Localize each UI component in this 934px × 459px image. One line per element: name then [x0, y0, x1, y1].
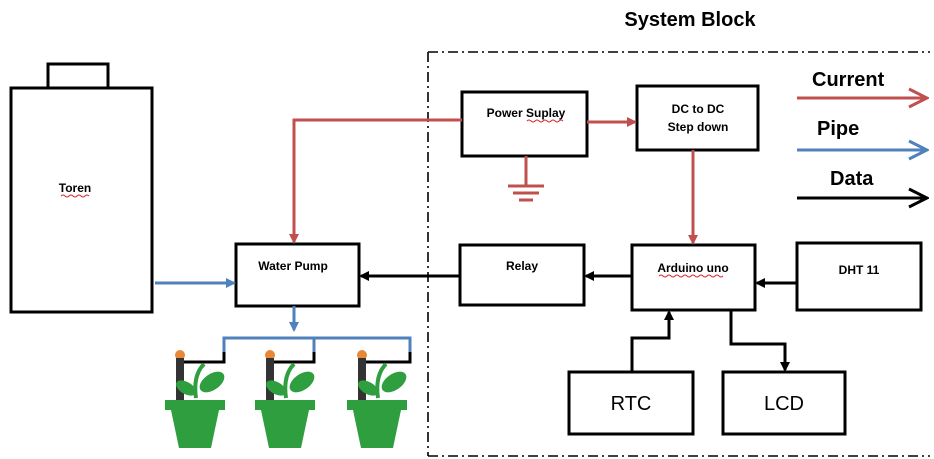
- arduino-label: Arduino uno: [657, 261, 728, 275]
- legend-current-label: Current: [812, 69, 885, 91]
- rtc-label: RTC: [611, 393, 652, 415]
- plant-1: [165, 350, 225, 448]
- drip-line-plant-3: [360, 352, 412, 372]
- power-supply-label: Power Suplay: [487, 106, 566, 120]
- water-pump-block: Water Pump: [234, 242, 361, 308]
- legend: Current Pipe Data: [797, 69, 925, 198]
- pipe-distribution-line: [222, 336, 412, 352]
- diagram-title: System Block: [624, 9, 756, 31]
- toren-label: Toren: [59, 181, 91, 195]
- dc-to-dc-label-line1: DC to DC: [672, 102, 725, 116]
- plant-2: [255, 350, 315, 448]
- legend-data-label: Data: [830, 168, 874, 190]
- ground-symbol: [508, 156, 544, 202]
- dc-to-dc-label-line2: Step down: [668, 120, 729, 134]
- data-line-arduino-to-lcd: [729, 310, 790, 372]
- toren-tank: Toren: [9, 62, 154, 314]
- relay-label: Relay: [506, 259, 538, 273]
- lcd-label: LCD: [764, 393, 804, 415]
- dht11-block: DHT 11: [795, 241, 923, 312]
- dht11-label: DHT 11: [839, 263, 880, 277]
- lcd-block: LCD: [721, 370, 847, 436]
- rtc-block: RTC: [567, 370, 695, 436]
- current-line-psu-to-pump: [289, 118, 462, 244]
- plant-3: [347, 350, 407, 448]
- arduino-block: Arduino uno: [630, 243, 757, 312]
- relay-block: Relay: [458, 243, 586, 307]
- power-supply-block: Power Suplay: [460, 90, 589, 158]
- data-line-rtc-to-arduino: [630, 310, 674, 372]
- dc-to-dc-block: DC to DC Step down: [635, 84, 760, 152]
- legend-pipe-label: Pipe: [817, 118, 859, 140]
- water-pump-label: Water Pump: [258, 259, 328, 273]
